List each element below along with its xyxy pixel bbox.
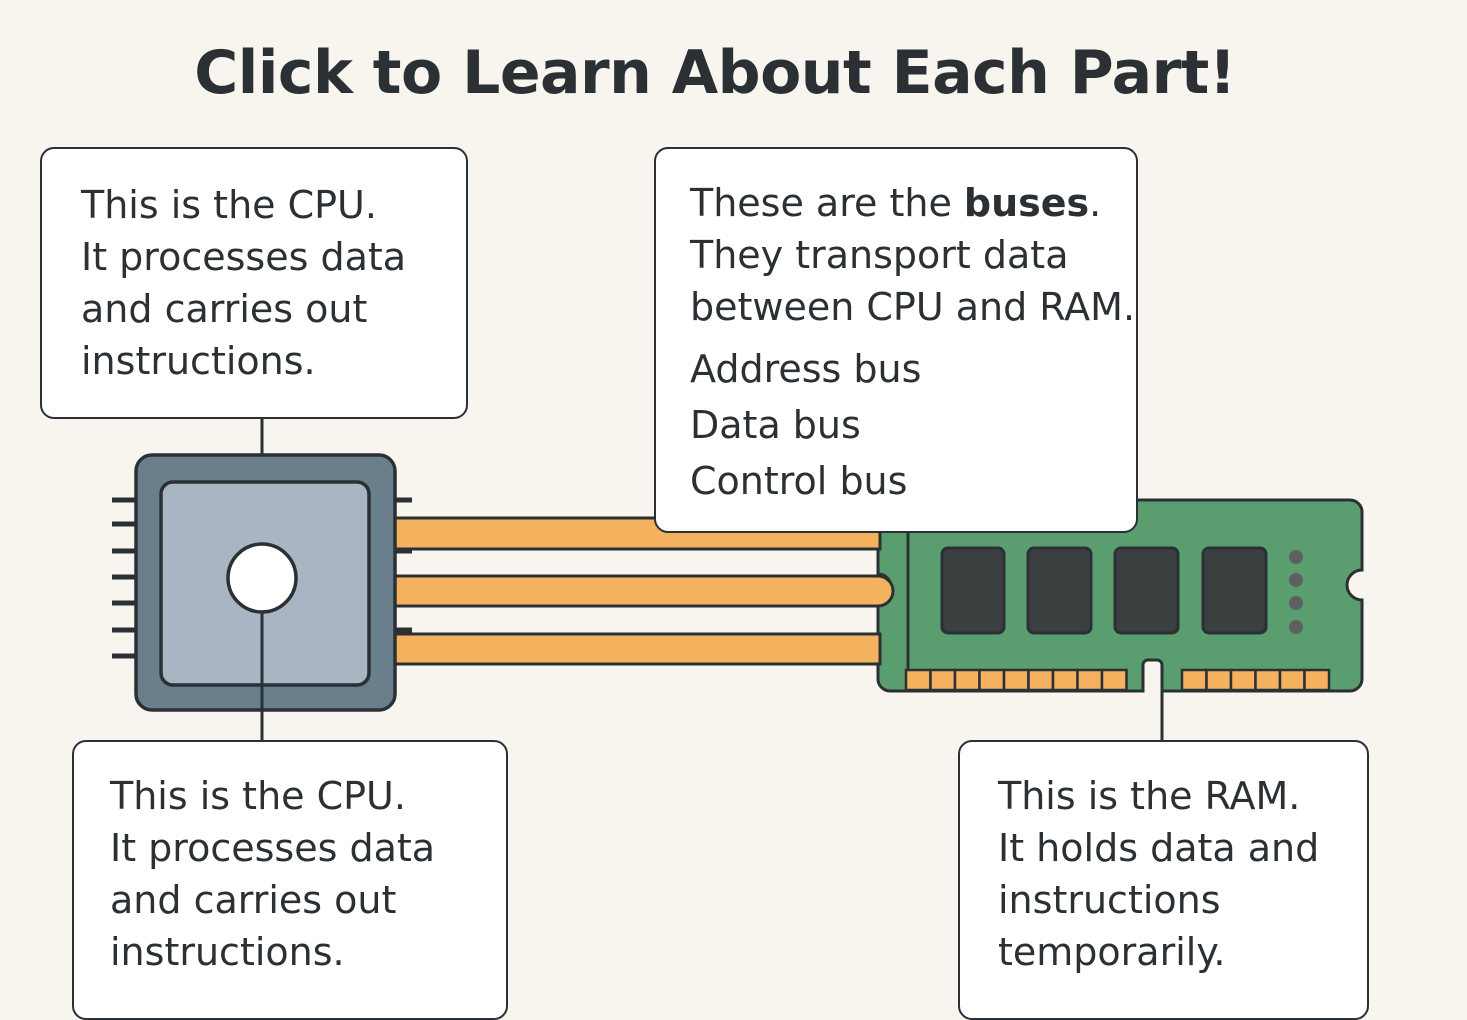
ram-contact-pad (953, 668, 981, 692)
ram-contact-pad (1051, 668, 1079, 692)
data-bus (393, 574, 895, 608)
bus-info-prefix: These are the (690, 181, 964, 225)
ram-contact-pad (1229, 668, 1257, 692)
ram-contact-pad (1100, 668, 1128, 692)
bus-info-box[interactable]: These are the buses. They transport data… (654, 147, 1138, 533)
ram-info-box[interactable]: This is the RAM. It holds data and instr… (958, 740, 1369, 1020)
ram-contact-pad (1278, 668, 1306, 692)
ram-info-line: instructions (998, 878, 1221, 922)
computer-diagram (112, 418, 1364, 741)
page-title: Click to Learn About Each Part! (194, 38, 1236, 108)
ram-contact-pad (929, 668, 957, 692)
ram-contact-pad (1254, 668, 1282, 692)
cpu-info-box[interactable]: This is the CPU. It processes data and c… (40, 147, 468, 419)
bus-info-bold: buses (963, 181, 1090, 225)
ram-contact-pad (1303, 668, 1331, 692)
cpu-info-line: This is the CPU. (81, 183, 377, 227)
bus-info-line: These are the buses. (690, 177, 1135, 229)
buses[interactable] (393, 516, 895, 666)
bus-info-suffix: . (1089, 181, 1102, 225)
control-bus-label: Control bus (690, 459, 908, 503)
ram-contacts (904, 668, 1331, 692)
ram-contact-pad (1180, 668, 1208, 692)
ram-chips (940, 546, 1268, 635)
bus-info-line: between CPU and RAM. (690, 285, 1136, 329)
cpu-info-line: It processes data (81, 235, 407, 279)
ram-contact-pad (1027, 668, 1055, 692)
cpu-core-icon (226, 542, 298, 614)
address-bus (393, 516, 882, 551)
ram-info-line: temporarily. (998, 930, 1226, 974)
ram-contact-pad (1076, 668, 1104, 692)
ram-contact-pad (978, 668, 1006, 692)
cpu-info-line: This is the CPU. (110, 774, 406, 818)
cpu-info-line: and carries out (110, 878, 397, 922)
cpu-info-line: instructions. (81, 339, 316, 383)
ram-module[interactable] (876, 498, 1364, 693)
cpu-info-line: It processes data (110, 826, 436, 870)
cpu-chip[interactable] (134, 453, 397, 741)
address-bus-label: Address bus (690, 347, 922, 391)
cpu-info-line: instructions. (110, 930, 345, 974)
control-bus (393, 632, 882, 666)
data-bus-label: Data bus (690, 403, 861, 447)
ram-info-line: This is the RAM. (998, 774, 1301, 818)
ram-info-line: It holds data and (998, 826, 1320, 870)
cpu-info-line: and carries out (81, 287, 368, 331)
ram-contact-pad (1205, 668, 1233, 692)
ram-contact-pad (1002, 668, 1030, 692)
ram-dots (1289, 550, 1303, 634)
cpu-info-box-bottom[interactable]: This is the CPU. It processes data and c… (72, 740, 508, 1020)
bus-info-line: They transport data (690, 233, 1069, 277)
ram-contact-pad (904, 668, 932, 692)
